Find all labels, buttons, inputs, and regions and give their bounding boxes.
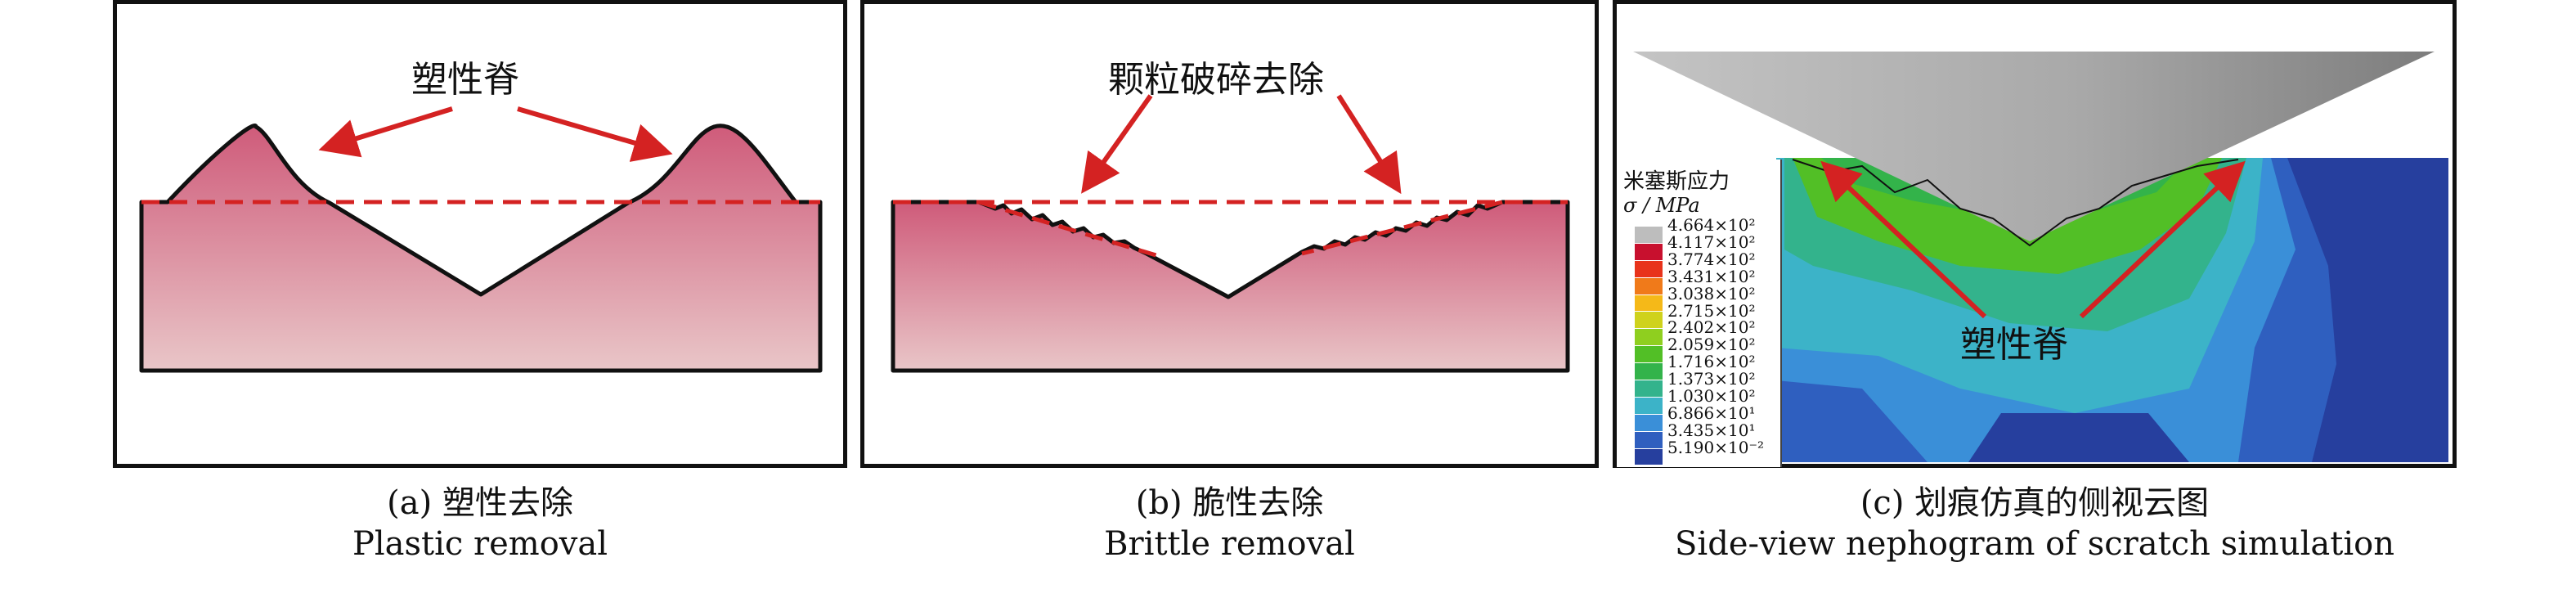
cutting-tool xyxy=(1633,52,2435,241)
legend-swatch xyxy=(1635,294,1663,312)
caption-a: (a) 塑性去除 Plastic removal xyxy=(113,483,847,564)
legend-title: 米塞斯应力 xyxy=(1623,169,1730,194)
legend-swatch xyxy=(1635,277,1663,295)
brittle-material-shape xyxy=(891,200,1570,373)
legend-value: 6.866×10¹ xyxy=(1667,402,1756,423)
legend-value: 2.715×10² xyxy=(1667,300,1756,321)
brittle-removal-diagram xyxy=(891,94,1570,373)
legend-value: 3.774×10² xyxy=(1667,249,1756,269)
panel-brittle-removal: 颗粒破碎去除 xyxy=(860,0,1599,468)
dashed-crack-right xyxy=(1301,200,1503,256)
arrow-left xyxy=(1820,160,1987,319)
stress-zone-bottom-deep-blue xyxy=(1968,413,2189,462)
plastic-ridge-label: 塑性脊 xyxy=(1960,324,2068,366)
legend-swatch xyxy=(1635,431,1663,449)
legend-value: 4.664×10² xyxy=(1667,215,1756,235)
arrow-left xyxy=(1081,94,1153,194)
legend-value: 5.190×10⁻² xyxy=(1667,437,1765,457)
caption-a-en: Plastic removal xyxy=(352,525,608,563)
caption-c-en: Side-view nephogram of scratch simulatio… xyxy=(1675,525,2394,563)
legend-value: 1.373×10² xyxy=(1667,369,1756,389)
legend-swatch xyxy=(1635,380,1663,398)
legend-swatch xyxy=(1635,448,1663,466)
legend-swatch xyxy=(1635,346,1663,364)
legend-swatch xyxy=(1635,243,1663,261)
caption-b-cn: (b) 脆性去除 xyxy=(1135,484,1324,522)
legend-swatch xyxy=(1635,363,1663,381)
plastic-ridge-label: 塑性脊 xyxy=(411,59,519,101)
simulation-nephogram xyxy=(1633,52,2448,462)
arrow-right xyxy=(1336,94,1402,195)
legend-color-bar xyxy=(1635,227,1663,466)
legend-swatch xyxy=(1635,414,1663,432)
dashed-crack-left xyxy=(978,200,1160,259)
legend-value: 3.038×10² xyxy=(1667,283,1756,303)
caption-b-en: Brittle removal xyxy=(1104,525,1355,563)
plastic-removal-diagram xyxy=(139,106,823,373)
legend-value: 1.716×10² xyxy=(1667,352,1756,372)
caption-c: (c) 划痕仿真的侧视云图 Side-view nephogram of scr… xyxy=(1613,483,2457,564)
arrow-right xyxy=(517,106,673,162)
legend-unit: σ / MPa xyxy=(1623,194,1700,217)
legend-swatch xyxy=(1635,329,1663,347)
caption-c-cn: (c) 划痕仿真的侧视云图 xyxy=(1860,484,2210,522)
legend-value: 1.030×10² xyxy=(1667,386,1756,407)
legend-swatch xyxy=(1635,227,1663,244)
legend-swatch xyxy=(1635,312,1663,330)
legend-value: 4.117×10² xyxy=(1667,232,1756,252)
legend-value: 2.402×10² xyxy=(1667,317,1756,338)
legend-swatch xyxy=(1635,397,1663,415)
legend-value: 2.059×10² xyxy=(1667,335,1756,355)
legend-value: 3.431×10² xyxy=(1667,266,1756,286)
legend-value: 3.435×10¹ xyxy=(1667,420,1756,440)
panel-plastic-removal: 塑性脊 xyxy=(113,0,847,468)
caption-b: (b) 脆性去除 Brittle removal xyxy=(860,483,1599,564)
arrow-right xyxy=(2079,160,2246,319)
legend-swatch xyxy=(1635,260,1663,278)
particle-fracture-label: 颗粒破碎去除 xyxy=(1108,59,1324,101)
plastic-material-shape xyxy=(139,124,823,373)
scratch-groove-outline xyxy=(1792,159,2239,247)
arrow-left xyxy=(318,106,453,158)
stress-zone-deep-blue xyxy=(2287,158,2448,462)
caption-a-cn: (a) 塑性去除 xyxy=(387,484,573,522)
